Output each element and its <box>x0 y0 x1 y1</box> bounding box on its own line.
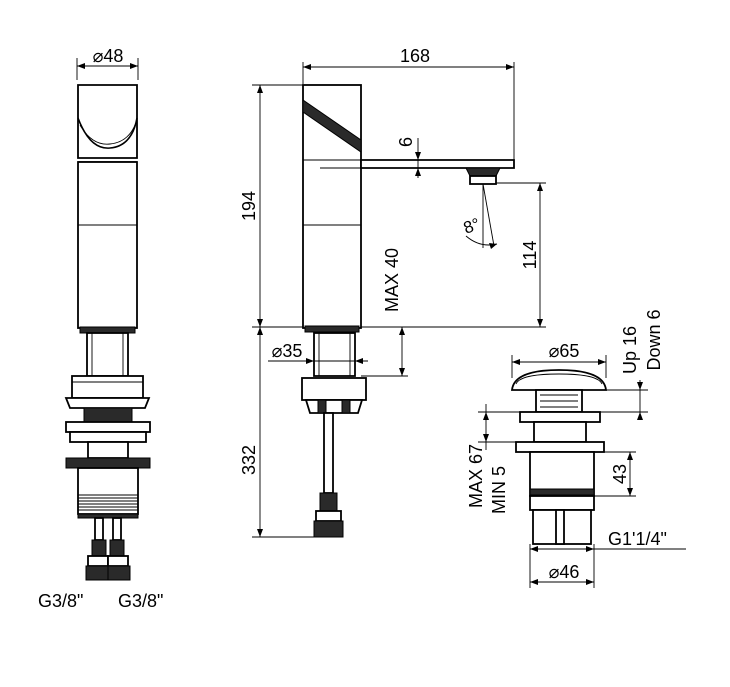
hose-label: 332 <box>239 445 259 475</box>
spout-height-label: 114 <box>520 241 540 270</box>
down-label: Down 6 <box>644 309 664 370</box>
waste-view: ⌀65 Up 16 Down 6 <box>466 309 686 588</box>
length-label: 168 <box>400 46 430 66</box>
front-view: ⌀48 <box>38 46 163 611</box>
cap-label: ⌀65 <box>549 341 580 361</box>
shank-label: ⌀35 <box>272 341 303 361</box>
spout-thickness-label: 6 <box>396 137 416 147</box>
front-width-label: ⌀48 <box>93 46 124 66</box>
up-label: Up 16 <box>620 326 640 374</box>
thread-label: G1'1/4" <box>608 529 667 549</box>
base-label: ⌀46 <box>549 562 580 582</box>
side-view: 168 194 6 114 8° <box>239 46 546 538</box>
min-label: MIN 5 <box>489 466 509 514</box>
max-deck-label: MAX 40 <box>382 248 402 312</box>
height-label: 194 <box>239 191 259 221</box>
connection-left-label: G3/8" <box>38 591 83 611</box>
connection-right-label: G3/8" <box>118 591 163 611</box>
waste-height-label: 43 <box>610 464 630 484</box>
angle-label: 8° <box>461 214 483 237</box>
max-label: MAX 67 <box>466 444 486 508</box>
thread-hatch-left <box>78 494 138 511</box>
